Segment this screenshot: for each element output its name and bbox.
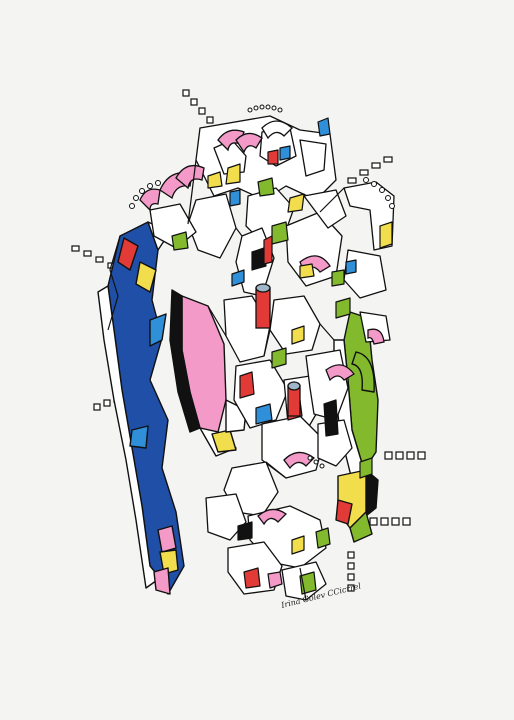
right-dash-trail: [347, 451, 426, 592]
color-facets: [171, 117, 393, 595]
pink-slab: [169, 289, 247, 457]
red-cylinders: [255, 283, 301, 417]
top-dash-trail: [182, 89, 393, 184]
dotted-arcs: [129, 104, 395, 469]
green-column: [333, 311, 379, 543]
ink-lines: [107, 159, 345, 601]
pink-arches: [139, 120, 385, 526]
blue-column: [97, 221, 185, 595]
